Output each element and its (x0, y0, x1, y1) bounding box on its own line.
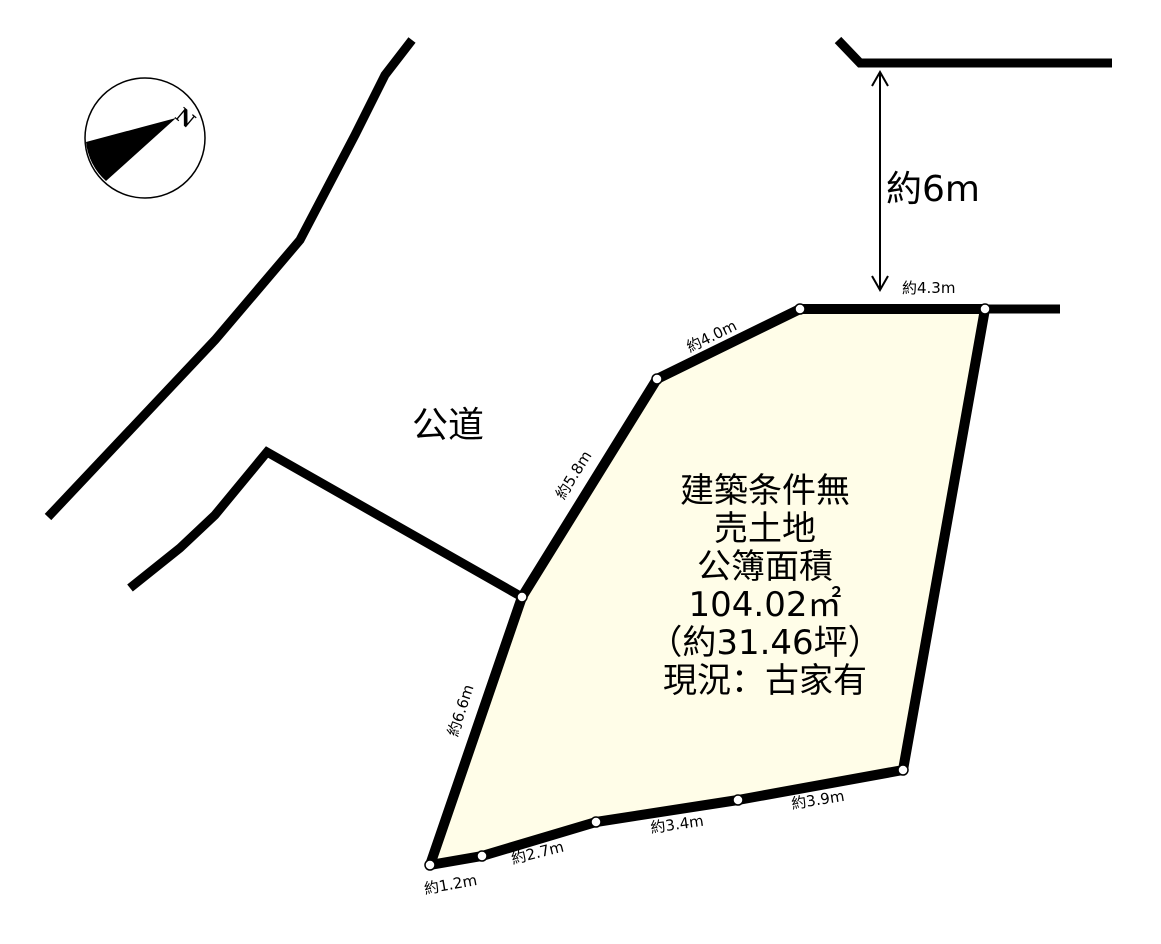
plot-info-condition: 建築条件無 (680, 471, 850, 511)
plot-info-area-sqm: 104.02㎡ (688, 585, 842, 625)
land-plot (425, 304, 990, 870)
dim-top: 約4.3m (902, 279, 956, 297)
boundary-markers (424, 303, 991, 871)
plot-info-area-label: 公簿面積 (697, 547, 833, 587)
plot-info: 建築条件無 売土地 公簿面積 104.02㎡ （約31.46坪） 現況：古家有 (620, 472, 910, 700)
plot-info-status: 現況：古家有 (663, 661, 867, 701)
road-edge-lower (127, 446, 525, 601)
north-compass-icon: N (84, 77, 206, 199)
road-width-label: 約6m (886, 169, 980, 210)
road-label: 公道 (412, 405, 485, 446)
road-width-arrow (871, 69, 889, 293)
road-edge-top-right (834, 36, 1112, 68)
plot-info-area-tsubo: （約31.46坪） (648, 623, 882, 663)
road-edge-left (44, 37, 416, 521)
plot-info-type: 売土地 (714, 509, 816, 549)
